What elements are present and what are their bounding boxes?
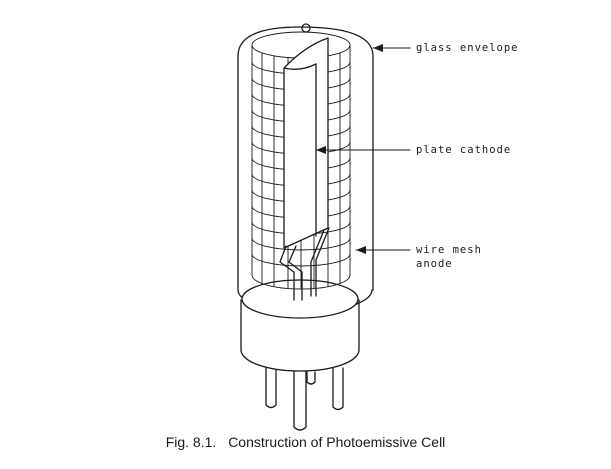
glass-envelope xyxy=(237,26,374,291)
base-top xyxy=(241,279,359,319)
figure-number: Fig. 8.1. xyxy=(165,434,217,450)
lead-wires xyxy=(279,227,330,301)
connector-pins xyxy=(265,367,344,431)
label-wire-mesh: wire mesh xyxy=(416,244,482,256)
glass-tip xyxy=(301,23,311,33)
plate-cathode xyxy=(283,37,329,249)
pointer-arrowheads xyxy=(316,44,383,254)
base-cylinder xyxy=(240,299,360,372)
pin-small xyxy=(306,371,316,385)
pin-center xyxy=(293,371,307,431)
pointer-lines xyxy=(315,47,411,251)
label-plate-cathode: plate cathode xyxy=(416,144,512,156)
figure-caption: Fig. 8.1. Construction of Photoemissive … xyxy=(0,434,611,450)
label-anode: anode xyxy=(416,258,453,270)
label-glass-envelope: glass envelope xyxy=(416,42,519,54)
pin-left xyxy=(265,367,277,409)
pin-right xyxy=(332,367,344,411)
figure-title: Construction of Photoemissive Cell xyxy=(228,434,446,450)
